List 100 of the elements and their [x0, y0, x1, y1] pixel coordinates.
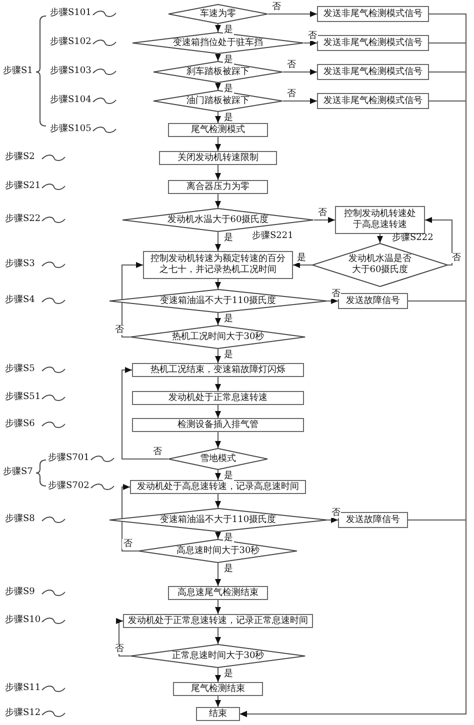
step-label: 步骤S8: [5, 514, 35, 525]
arrow: [215, 494, 221, 508]
step-label: 步骤S3: [5, 259, 35, 270]
process-box: [317, 35, 429, 51]
edge-label: 否: [122, 539, 134, 549]
decision-text: 车速为零: [200, 8, 236, 20]
arrow: [313, 217, 336, 223]
step-text: 热机工况结束，变速箱故障灯闪烁: [150, 364, 286, 376]
arrow: [215, 532, 221, 540]
edge-label: 否: [271, 2, 282, 12]
step-text: 控制发动机转速处于高息速转速: [343, 209, 417, 231]
arrow: [282, 69, 318, 75]
step-text: 发动机处于正常息速转速: [168, 392, 268, 404]
process-box: [317, 93, 429, 109]
decision-diamond: [132, 32, 304, 54]
arrow: [215, 54, 221, 62]
step-label: 步骤S51: [5, 392, 41, 403]
arrow: [215, 600, 221, 614]
step-label: 步骤S222: [392, 233, 434, 244]
step-label: 步骤S701: [48, 453, 90, 464]
arrow: [215, 696, 221, 708]
step-text: 尾气检测结束: [191, 684, 245, 694]
step-text: 高息速尾气检测结束: [178, 588, 258, 598]
arrow: [122, 367, 168, 460]
step-text: 发送非尾气检测模式信号: [324, 38, 422, 48]
step-label: 步骤S22: [5, 214, 41, 225]
edge-label: 否: [307, 31, 318, 41]
arrow: [424, 217, 452, 266]
arrow: [215, 164, 221, 180]
arrow: [215, 432, 221, 448]
edge-label: 是: [223, 669, 234, 679]
arrow: [215, 112, 221, 124]
decision-text: 正常息速时间大于30秒: [172, 650, 264, 662]
decision-diamond: [312, 243, 448, 287]
arrow: [282, 98, 318, 104]
process-box: [173, 682, 263, 696]
edge-label: 是: [223, 55, 234, 65]
arrow: [215, 470, 221, 480]
step-label: 步骤S6: [5, 419, 35, 430]
process-box: [143, 251, 293, 279]
decision-text: 发动机水温大于60摄氏度: [167, 214, 269, 226]
step-text: 发送故障信号: [346, 296, 400, 306]
decision-text: 变速箱油温不大于110摄氏度: [160, 296, 276, 306]
arrow: [377, 234, 383, 244]
process-box: [317, 6, 429, 22]
decision-diamond: [108, 289, 328, 313]
decision-diamond: [130, 325, 306, 349]
edge-label: 否: [152, 447, 163, 457]
edge-label: 否: [451, 253, 462, 263]
step-label: 步骤S1: [3, 66, 33, 77]
decision-diamond: [122, 208, 314, 232]
arrow: [268, 11, 318, 17]
process-box: [132, 391, 304, 405]
decision-diamond: [108, 508, 328, 532]
arrow: [326, 517, 338, 523]
arrow: [215, 24, 221, 32]
step-label: 步骤S5: [5, 364, 35, 375]
decision-diamond: [168, 448, 268, 470]
edge-label: 是: [223, 533, 234, 543]
step-label: 步骤S2: [5, 152, 35, 163]
arrow: [215, 668, 221, 682]
edge-label: 否: [286, 60, 297, 70]
edge-label: 是: [223, 471, 234, 481]
arrow: [215, 562, 221, 586]
step-label: 步骤S105: [50, 124, 92, 135]
decision-text: 雪地模式: [200, 454, 236, 464]
step-text: 尾气检测模式: [191, 124, 245, 136]
decision-text: 变速箱挡位处于驻车挡: [173, 38, 263, 48]
step-label: 步骤S12: [5, 708, 41, 719]
step-text: 检测设备插入排气管: [178, 420, 258, 430]
arrow: [215, 348, 221, 364]
edge-label: 是: [223, 25, 234, 35]
arrow: [215, 404, 221, 418]
arrow: [240, 520, 466, 717]
step-text: 发送非尾气检测模式信号: [324, 96, 422, 106]
step-text: 控制发动机转速为额定转速的百分之七十，并记录热机工况时间: [150, 254, 286, 276]
arrow: [292, 262, 312, 268]
arrow: [326, 298, 338, 304]
edge-label: 否: [316, 208, 328, 218]
decision-text: 热机工况时间大于30秒: [172, 332, 264, 342]
edge-label: 是: [223, 113, 234, 123]
process-box: [132, 363, 304, 377]
step-label: 步骤S10: [5, 615, 41, 626]
step-label: 步骤S11: [5, 683, 41, 694]
decision-diamond: [130, 644, 306, 668]
edge-label: 否: [330, 508, 342, 518]
process-box: [130, 480, 306, 494]
edge-label: 是: [223, 350, 234, 360]
process-box: [123, 614, 313, 628]
arrow: [215, 628, 221, 644]
step-text: 结束: [209, 708, 227, 720]
arrow: [122, 262, 144, 338]
arrow: [215, 194, 221, 208]
process-box: [132, 418, 304, 432]
arrow: [215, 136, 221, 152]
arrow: [215, 278, 221, 290]
step-text: 发动机处于正常息速转速，记录正常息速时间: [128, 616, 308, 626]
step-text: 发送非尾气检测模式信号: [324, 8, 422, 20]
process-box: [168, 586, 268, 600]
process-box: [196, 707, 240, 721]
